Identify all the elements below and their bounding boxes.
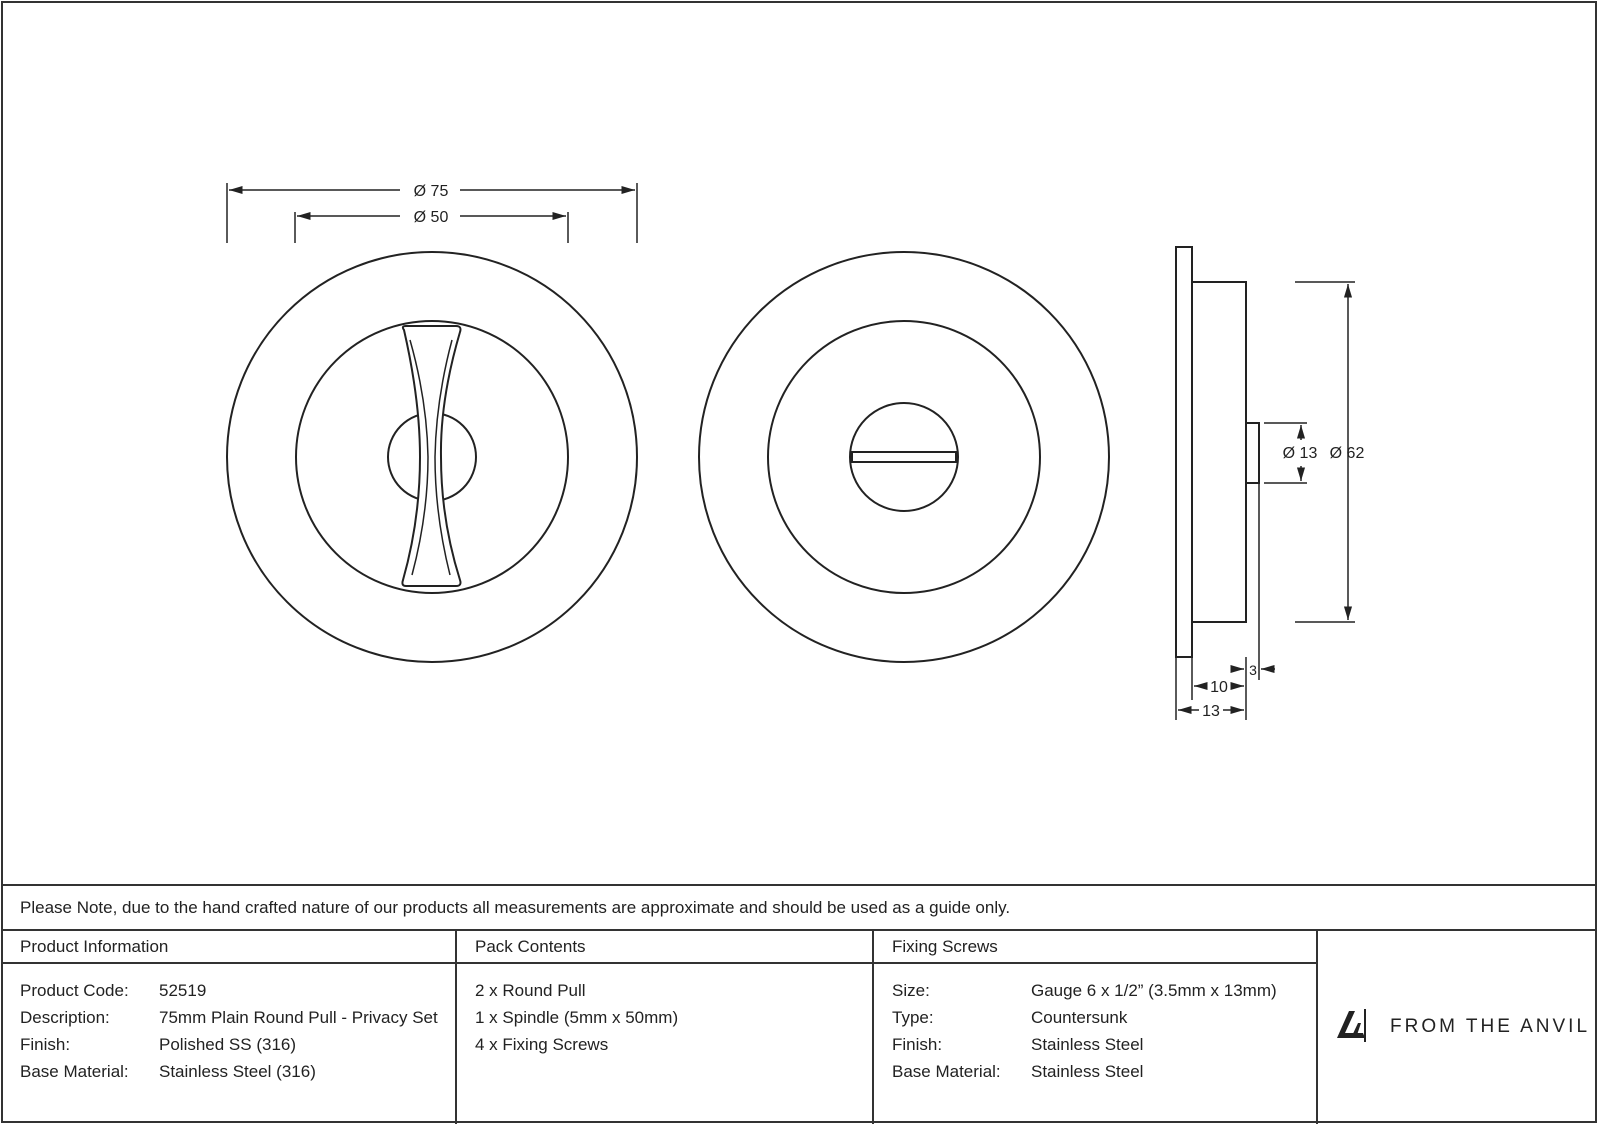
pack-contents-heading: Pack Contents xyxy=(457,931,874,964)
anvil-logo-icon xyxy=(1337,1009,1366,1042)
front-dimensions xyxy=(226,183,638,243)
spec-key: Type: xyxy=(892,1008,934,1027)
spec-row: Finish: Stainless Steel xyxy=(892,1031,1318,1058)
spec-row: Product Code: 52519 xyxy=(20,977,457,1004)
side-view xyxy=(1175,246,1260,658)
inner-rose-circle-back xyxy=(767,320,1041,594)
spec-value: Countersunk xyxy=(1031,1008,1128,1027)
spec-key: Size: xyxy=(892,981,930,1000)
release-circle xyxy=(849,402,959,512)
total-depth-label: 13 xyxy=(1202,703,1220,720)
divider xyxy=(1316,931,1318,1124)
side-body xyxy=(1191,281,1247,623)
side-dimensions xyxy=(1175,281,1355,720)
body-depth-label: 10 xyxy=(1210,679,1228,696)
spec-value: Polished SS (316) xyxy=(159,1035,297,1054)
pack-item: 1 x Spindle (5mm x 50mm) xyxy=(475,1008,679,1027)
spec-value: Stainless Steel xyxy=(1031,1062,1144,1081)
inner-diameter-label: Ø 50 xyxy=(414,209,449,226)
product-info-heading: Product Information xyxy=(2,931,457,964)
spec-row: Size: Gauge 6 x 1/2” (3.5mm x 13mm) xyxy=(892,977,1318,1004)
brand-logo xyxy=(1337,1009,1366,1042)
spec-row: Type: Countersunk xyxy=(892,1004,1318,1031)
inner-rose-circle xyxy=(295,320,569,594)
outer-rose-circle xyxy=(226,251,638,663)
fixing-screws-panel: Fixing Screws Size: Gauge 6 x 1/2” (3.5mm… xyxy=(874,931,1318,1124)
spec-row: Finish: Polished SS (316) xyxy=(20,1031,457,1058)
spec-row: Base Material: Stainless Steel xyxy=(892,1058,1318,1085)
side-rose-plate xyxy=(1175,246,1193,658)
spec-value: Stainless Steel xyxy=(1031,1035,1144,1054)
spec-key: Finish: xyxy=(892,1035,943,1054)
spec-value: Gauge 6 x 1/2” (3.5mm x 13mm) xyxy=(1031,981,1277,1000)
spec-value: 52519 xyxy=(159,981,207,1000)
technical-drawing: Ø 75 Ø 50 Ø 13 Ø 62 3 10 13 xyxy=(226,183,1365,720)
spindle-diameter-label: Ø 13 xyxy=(1283,445,1318,462)
spindle-depth-label: 3 xyxy=(1249,662,1257,678)
spec-key: Finish: xyxy=(20,1035,71,1054)
spec-row: Base Material: Stainless Steel (316) xyxy=(20,1058,457,1085)
outer-rose-circle-back xyxy=(698,251,1110,663)
spec-key: Base Material: xyxy=(20,1062,129,1081)
spec-key: Description: xyxy=(20,1008,110,1027)
release-slot xyxy=(851,451,957,463)
measurement-note: Please Note, due to the hand crafted nat… xyxy=(2,884,1596,931)
front-view-turn xyxy=(226,251,638,663)
side-spindle xyxy=(1245,422,1260,484)
spec-key: Base Material: xyxy=(892,1062,1001,1081)
pack-item: 4 x Fixing Screws xyxy=(475,1035,609,1054)
divider xyxy=(455,931,457,1124)
back-view-release xyxy=(698,251,1110,663)
divider xyxy=(872,931,874,1124)
spec-value: Stainless Steel (316) xyxy=(159,1062,316,1081)
brand-wordmark: FROM THE ANVIL xyxy=(1390,1016,1591,1037)
spec-value: 75mm Plain Round Pull - Privacy Set xyxy=(159,1008,438,1027)
turn-knob xyxy=(401,325,462,587)
spec-row: Description: 75mm Plain Round Pull - Priv… xyxy=(20,1004,457,1031)
body-diameter-label: Ø 62 xyxy=(1330,445,1365,462)
pack-item: 2 x Round Pull xyxy=(475,981,586,1000)
pack-contents-panel: Pack Contents 2 x Round Pull 1 x Spindle … xyxy=(457,931,874,1124)
outer-diameter-label: Ø 75 xyxy=(414,183,449,200)
spec-key: Product Code: xyxy=(20,981,129,1000)
fixing-screws-heading: Fixing Screws xyxy=(874,931,1318,964)
